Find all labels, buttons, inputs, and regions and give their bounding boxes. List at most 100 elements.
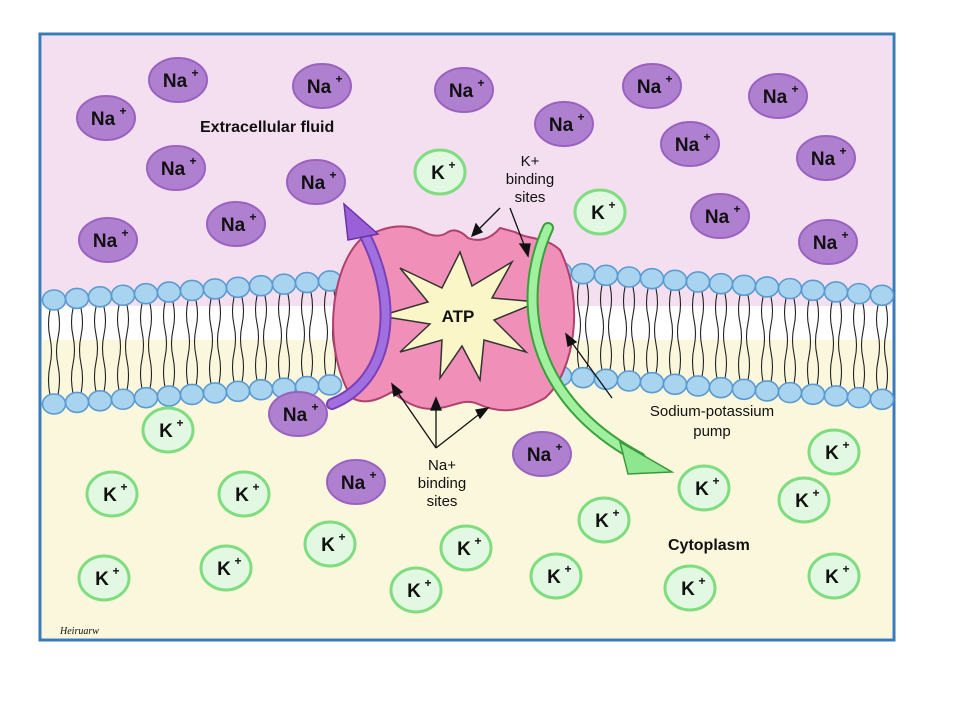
ion-charge: +	[555, 440, 562, 454]
lipid-head	[777, 381, 803, 404]
lipid-head	[731, 274, 757, 297]
lipid-head	[64, 287, 90, 310]
lipid-head	[294, 271, 320, 294]
potassium-ion: K+	[389, 566, 443, 614]
lipid-tail	[254, 295, 260, 381]
sodium-symbol: Na	[301, 173, 326, 194]
sodium-ion-body	[148, 57, 208, 103]
ion-charge: +	[842, 562, 849, 576]
lipid-tail	[231, 297, 237, 383]
sodium-symbol: Na	[527, 445, 552, 466]
lipid-tail	[208, 298, 214, 384]
sodium-ion-body	[690, 193, 750, 239]
lipid-tail	[768, 296, 774, 382]
sodium-ion: Na+	[76, 95, 136, 141]
sodium-ion-body	[622, 63, 682, 109]
potassium-ion-body	[677, 464, 731, 512]
sodium-symbol: Na	[705, 207, 730, 228]
ion-charge: +	[119, 104, 126, 118]
na-binding-sites-label: Na+ binding sites	[418, 457, 466, 510]
lipid-head	[156, 385, 182, 407]
sodium-symbol: Na	[675, 135, 700, 156]
sodium-ion-body	[798, 219, 858, 265]
ions: Na+Na+Na+Na+Na+Na+Na+Na+Na+Na+Na+Na+Na+N…	[76, 57, 861, 614]
lipid-head	[869, 284, 895, 307]
lipid-tail	[837, 301, 843, 387]
lipid-head	[248, 378, 274, 401]
ion-charge: +	[812, 486, 819, 500]
lipid-head	[800, 279, 826, 302]
ion-charge: +	[249, 210, 256, 224]
ion-charge: +	[564, 562, 571, 576]
potassium-symbol: K	[795, 491, 809, 512]
potassium-symbol: K	[547, 567, 561, 588]
lipid-head	[869, 388, 895, 411]
sodium-ion-body	[512, 431, 572, 477]
pump-label-line-2: pump	[693, 423, 731, 440]
lipid-tail	[78, 308, 84, 394]
lipid-tail	[607, 285, 613, 371]
lipid-tail	[814, 300, 820, 386]
lipid-tail	[875, 305, 881, 391]
lipid-tail	[239, 297, 245, 383]
sodium-exit-arrow-inner	[328, 222, 390, 408]
sodium-ion: Na+	[796, 135, 856, 181]
sodium-symbol: Na	[283, 405, 308, 426]
potassium-symbol: K	[235, 485, 249, 506]
lipid-tail	[668, 290, 674, 376]
na-binding-line-2: binding	[418, 475, 466, 492]
ion-charge: +	[252, 480, 259, 494]
potassium-symbol: K	[321, 535, 335, 556]
sodium-symbol: Na	[813, 233, 838, 254]
potassium-ion: K+	[529, 552, 583, 600]
lipid-head	[685, 375, 711, 397]
pointer-lines	[391, 207, 613, 449]
lipid-head	[846, 282, 872, 305]
lipid-heads	[41, 261, 895, 415]
lipid-tail	[745, 295, 751, 381]
atp-label: ATP	[442, 307, 475, 326]
lipid-tail	[308, 292, 314, 378]
lipid-head	[662, 269, 688, 292]
ion-charge: +	[191, 66, 198, 80]
sodium-symbol: Na	[161, 159, 186, 180]
potassium-ion: K+	[663, 564, 717, 612]
lipid-tail	[852, 303, 858, 389]
potassium-ion: K+	[77, 554, 131, 602]
lipid-tail	[55, 309, 61, 395]
lipid-head	[662, 373, 688, 396]
cytoplasm-label: Cytoplasm	[668, 537, 750, 554]
potassium-ion-body	[439, 524, 493, 572]
lipid-tail	[70, 308, 76, 394]
potassium-entry-arrow-inner	[528, 224, 644, 462]
lipid-tail	[760, 296, 766, 382]
lipid-tail	[216, 298, 222, 384]
lipid-tail	[285, 294, 291, 380]
potassium-ion-body	[573, 188, 627, 236]
lipid-head	[685, 271, 711, 293]
lipid-tail	[691, 291, 697, 377]
sodium-potassium-pump-protein: ATP	[332, 225, 576, 412]
lipid-head	[800, 383, 826, 406]
sodium-ion-body	[660, 121, 720, 167]
sodium-ion-body	[748, 73, 808, 119]
potassium-symbol: K	[825, 567, 839, 588]
ion-charge: +	[703, 130, 710, 144]
potassium-ion-body	[807, 428, 861, 476]
ion-charge: +	[335, 72, 342, 86]
lipid-tail	[170, 301, 176, 388]
ion-charge: +	[612, 506, 619, 520]
lipid-head	[202, 382, 228, 404]
lipid-tail	[277, 294, 283, 380]
sodium-ion-body	[146, 145, 206, 191]
ion-charge: +	[311, 400, 318, 414]
ion-charge: +	[112, 564, 119, 578]
sodium-ion-body	[796, 135, 856, 181]
potassium-ion-body	[807, 552, 861, 600]
lipid-tail	[883, 305, 889, 391]
sodium-ion: Na+	[534, 101, 594, 147]
k-binding-line-1: K+	[521, 153, 540, 170]
k-binding-line-2: binding	[506, 171, 554, 188]
sodium-ion-body	[534, 101, 594, 147]
